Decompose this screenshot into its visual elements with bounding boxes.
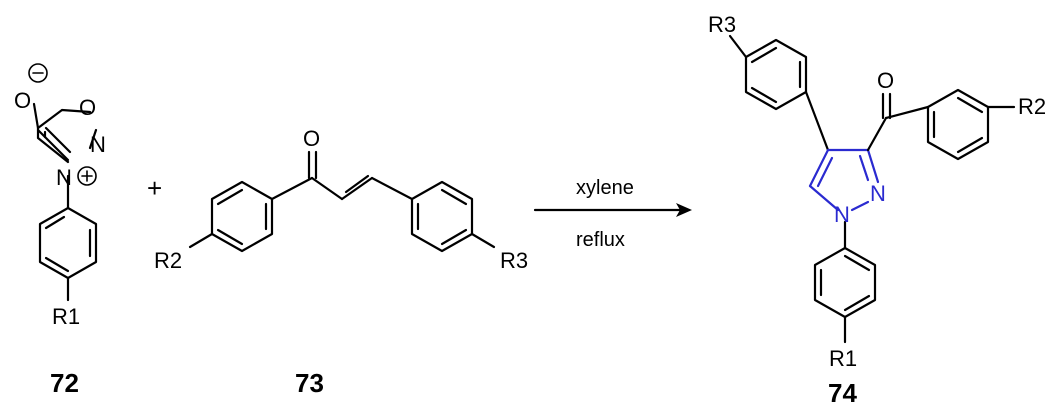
atom-r1: R1 xyxy=(52,304,80,329)
atom-o-ring: O xyxy=(79,95,96,120)
atom-r2: R2 xyxy=(154,248,182,273)
compound-number-72: 72 xyxy=(50,368,79,398)
reagent-label: xylene xyxy=(576,177,634,199)
atom-r2: R2 xyxy=(1018,94,1046,119)
compound-number-74: 74 xyxy=(828,378,857,407)
atom-r3: R3 xyxy=(708,12,736,37)
atom-o-minus: O xyxy=(14,88,31,113)
atom-o: O xyxy=(303,126,320,151)
atom-r1: R1 xyxy=(829,346,857,371)
atom-n-plus: N xyxy=(56,165,72,190)
atom-r3: R3 xyxy=(500,248,528,273)
atom-n-ring: N xyxy=(90,132,106,157)
reaction-arrow: xylene reflux xyxy=(533,177,692,251)
compound-72: O O N N R1 72 xyxy=(14,63,106,398)
atom-o: O xyxy=(877,68,894,93)
condition-label: reflux xyxy=(576,229,625,251)
compound-73: O R2 R3 73 xyxy=(154,126,528,398)
plus-sign: + xyxy=(147,173,162,203)
compound-74: R3 O R2 N N R1 74 xyxy=(708,12,1046,407)
atom-n2: N xyxy=(870,181,886,206)
atom-n1: N xyxy=(834,202,850,227)
compound-number-73: 73 xyxy=(295,368,324,398)
